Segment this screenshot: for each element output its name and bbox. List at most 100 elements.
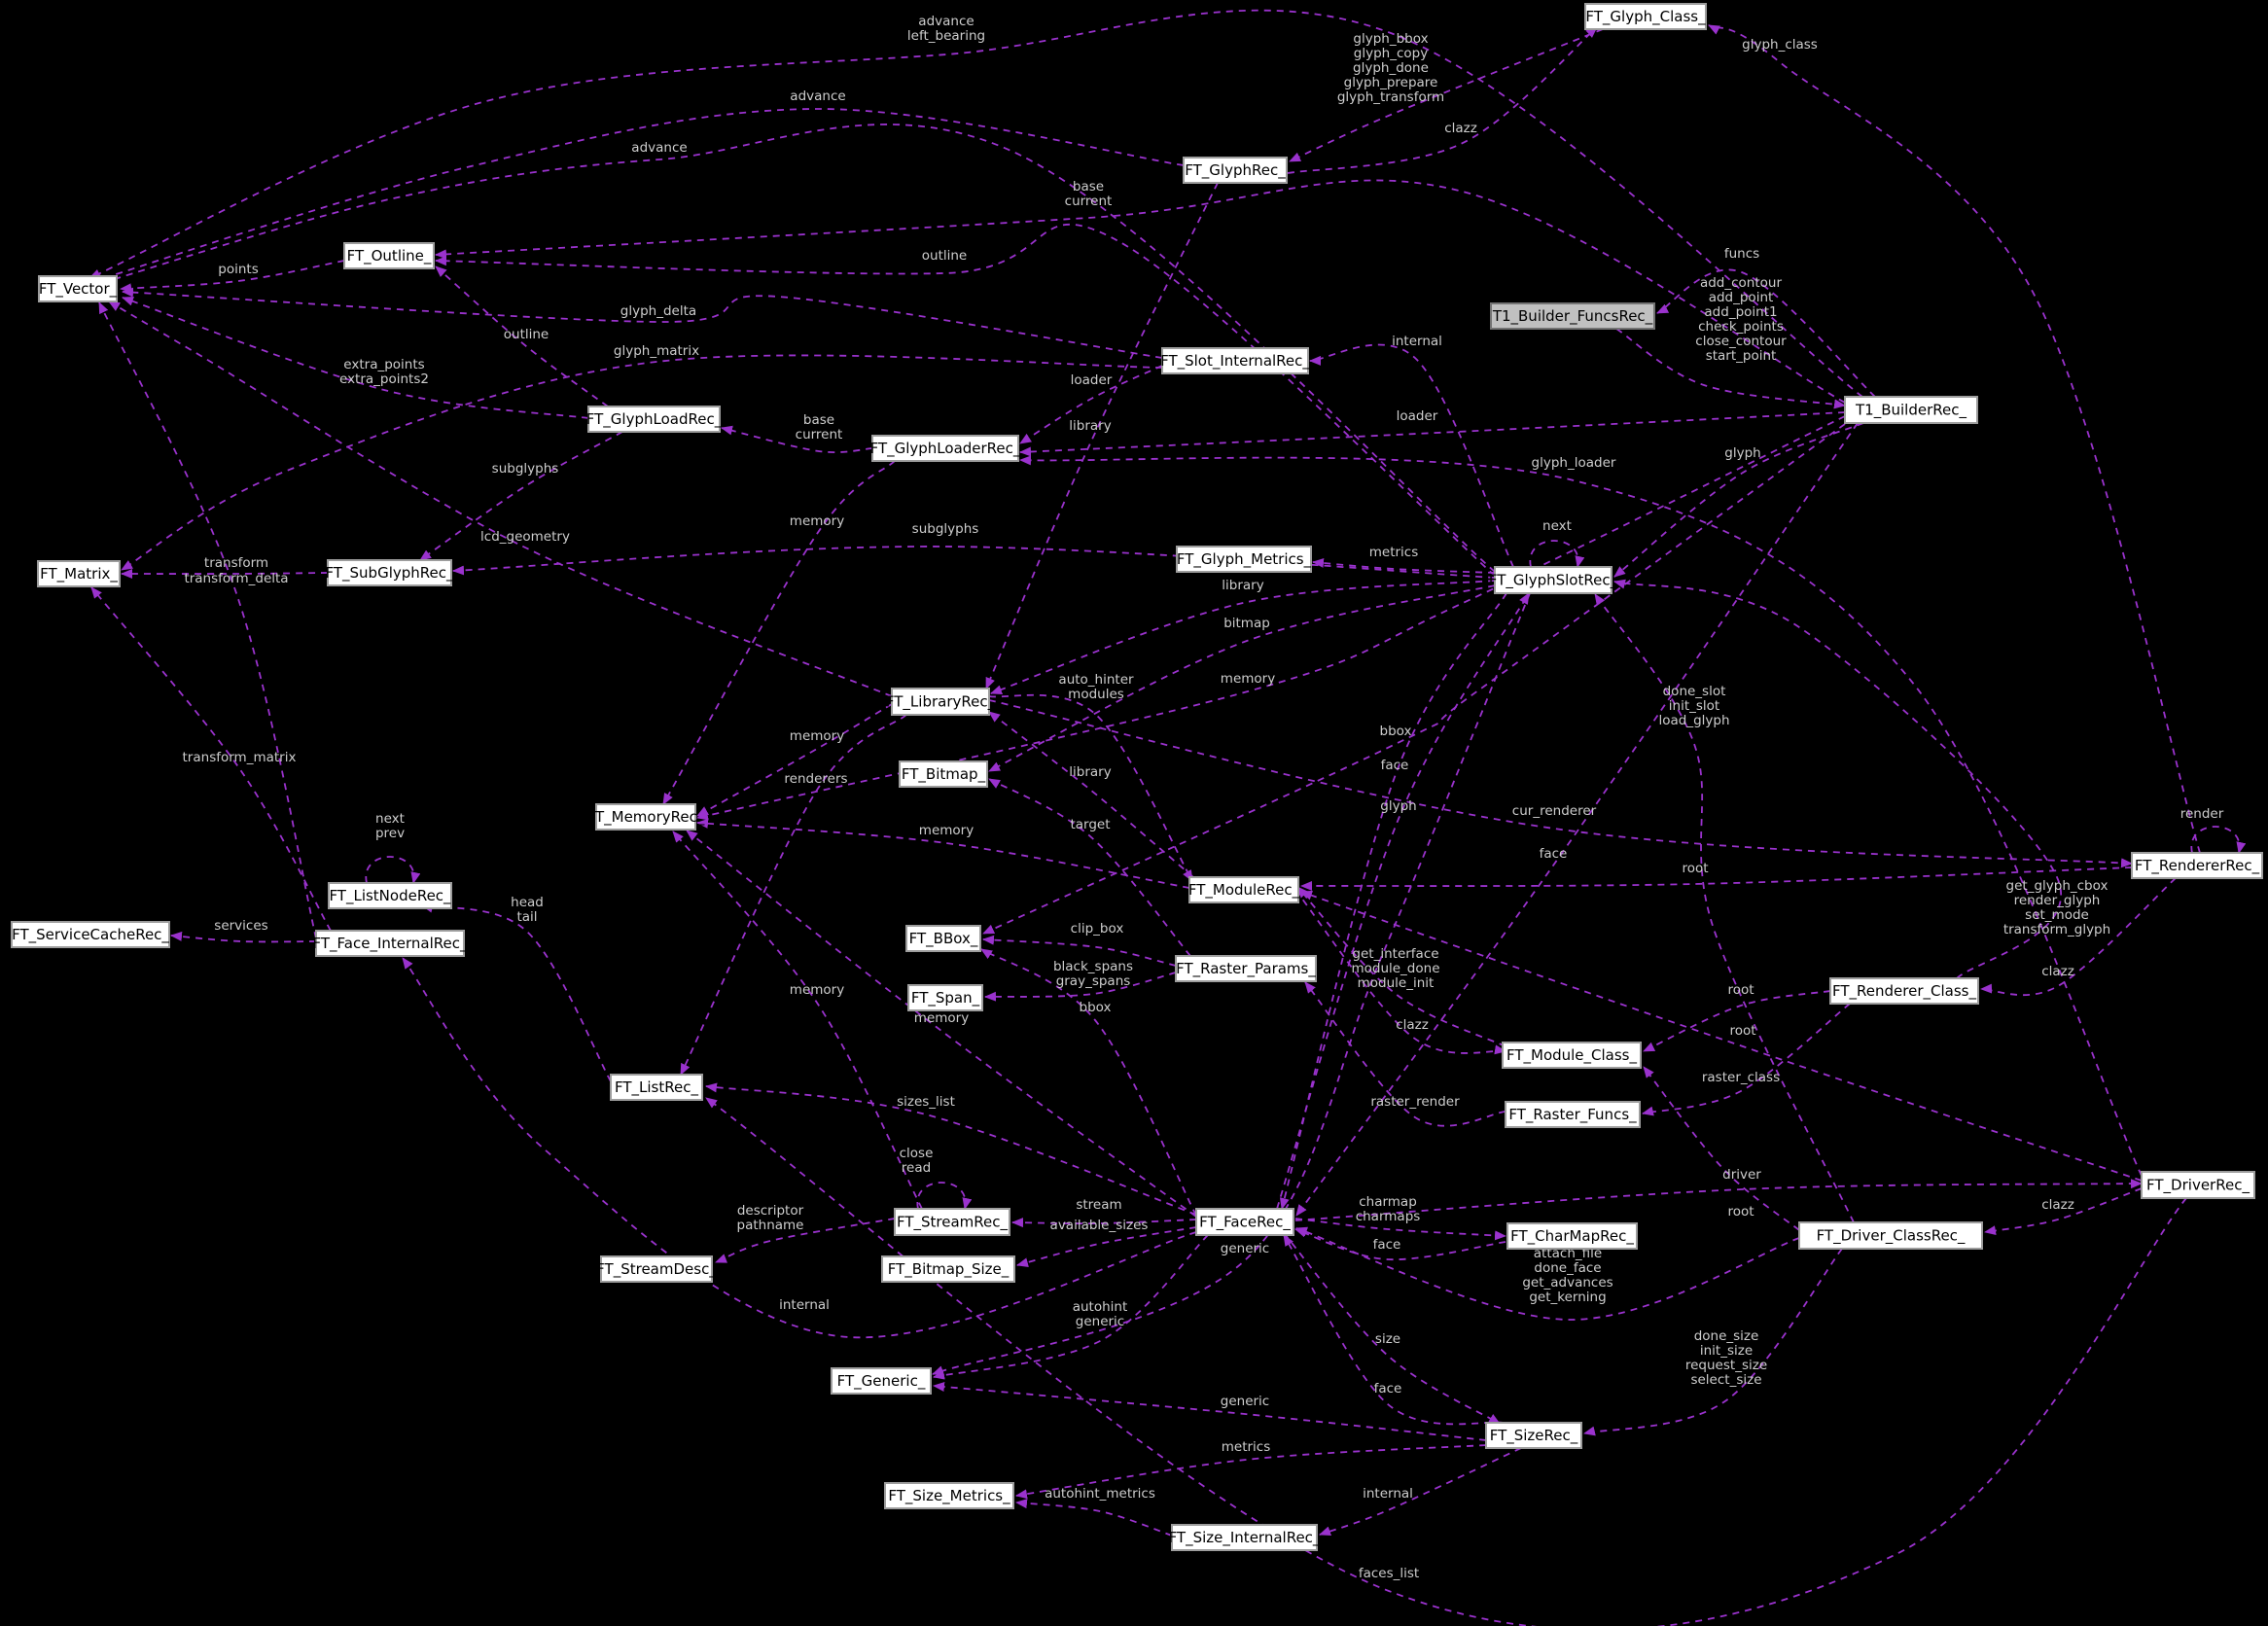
node-FT_Module_Class[interactable]: FT_Module_Class_ [1502, 1042, 1642, 1069]
edge-faceinternal-vector [98, 301, 317, 939]
node-FT_StreamRec[interactable]: FT_StreamRec_ [894, 1208, 1010, 1236]
node-T1_Builder_FuncsRec[interactable]: T1_Builder_FuncsRec_ [1490, 302, 1655, 330]
edge-library-listrec [680, 714, 907, 1076]
edge-label-renderer-modulerec: root [1682, 861, 1708, 876]
node-FT_Bitmap_Size[interactable]: FT_Bitmap_Size_ [881, 1255, 1015, 1283]
node-FT_Outline[interactable]: FT_Outline_ [343, 242, 435, 269]
edge-layer [89, 9, 2247, 1626]
edge-listrec-listnode [421, 902, 612, 1082]
node-FT_Span[interactable]: FT_Span_ [907, 984, 983, 1011]
edge-sizerec-sizemetrics [1015, 1444, 1487, 1500]
node-label: FT_StreamDesc_ [596, 1260, 717, 1279]
node-label: FT_RendererRec_ [2135, 857, 2260, 875]
node-FT_Renderer_Class[interactable]: FT_Renderer_Class_ [1829, 977, 1979, 1005]
edge-glyphslot-glyphmetrics [1312, 557, 1496, 574]
edge-label-sizerec-sizeinternal: internal [1363, 1486, 1413, 1502]
node-FT_Bitmap[interactable]: FT_Bitmap_ [899, 760, 988, 788]
node-FT_SubGlyphRec[interactable]: FT_SubGlyphRec_ [326, 559, 454, 586]
edge-label-glyphslot-facerec: face [1381, 758, 1409, 773]
node-FT_Matrix[interactable]: FT_Matrix_ [37, 560, 121, 587]
edge-rasterparams-bbox [982, 935, 1177, 967]
node-label: FT_DriverRec_ [2146, 1177, 2250, 1195]
edge-label-t1builder-facerec: face [1540, 846, 1568, 862]
node-label: FT_Size_InternalRec_ [1169, 1529, 1321, 1547]
node-label: FT_Slot_InternalRec_ [1160, 352, 1310, 371]
edge-glyphslot-generic [932, 592, 1531, 1375]
node-FT_LibraryRec[interactable]: FT_LibraryRec_ [886, 688, 996, 716]
edge-label-glyphslot-glyphmetrics: metrics [1369, 545, 1419, 560]
edge-charmap-facerec [1294, 1227, 1506, 1261]
node-FT_Vector[interactable]: FT_Vector_ [38, 275, 118, 302]
edge-label-facerec-streamrec: stream [1076, 1197, 1121, 1213]
node-FT_Size_Metrics[interactable]: FT_Size_Metrics_ [884, 1482, 1014, 1509]
node-FT_BBox[interactable]: FT_BBox_ [905, 925, 981, 952]
edge-streamrec-streamrec [916, 1182, 973, 1210]
node-FT_StreamDesc[interactable]: FT_StreamDesc_ [596, 1255, 717, 1283]
node-FT_Raster_Funcs[interactable]: FT_Raster_Funcs_ [1505, 1101, 1641, 1128]
node-FT_GlyphLoaderRec[interactable]: FT_GlyphLoaderRec_ [870, 435, 1021, 462]
edge-facerec-driverrec [1294, 1179, 2143, 1221]
node-FT_Raster_Params[interactable]: FT_Raster_Params_ [1175, 955, 1317, 982]
node-FT_GlyphSlotRec[interactable]: FT_GlyphSlotRec_ [1489, 566, 1618, 594]
node-FT_GlyphLoadRec[interactable]: FT_GlyphLoadRec_ [586, 406, 723, 433]
edge-label-facerec-sizerec: size [1375, 1331, 1400, 1347]
node-label: T1_BuilderRec_ [1855, 402, 1967, 420]
edge-label-faceinternal-vector: transform_delta [184, 571, 288, 586]
edge-t1builder-outline [435, 179, 1846, 404]
node-label: FT_Vector_ [39, 280, 118, 299]
edge-glyphslot-bitmap [988, 584, 1496, 772]
edge-label-glyphslot-slotinternal: internal [1392, 334, 1442, 349]
node-FT_ModuleRec[interactable]: FT_ModuleRec_ [1188, 876, 1300, 903]
node-FT_Glyph_Metrics[interactable]: FT_Glyph_Metrics_ [1176, 546, 1312, 573]
edge-glyphslot-library [990, 580, 1496, 694]
node-FT_Driver_ClassRec[interactable]: FT_Driver_ClassRec_ [1798, 1221, 1983, 1250]
node-label: FT_Raster_Funcs_ [1508, 1106, 1637, 1124]
edge-label-rendererclass-moduleclass: root [1727, 982, 1754, 998]
node-FT_SizeRec[interactable]: FT_SizeRec_ [1485, 1422, 1582, 1449]
node-FT_GlyphRec[interactable]: FT_GlyphRec_ [1183, 157, 1288, 184]
node-FT_Size_InternalRec[interactable]: FT_Size_InternalRec_ [1169, 1524, 1321, 1551]
node-label: FT_GlyphLoadRec_ [586, 410, 723, 429]
edge-label-t1builder-bbox: bbox [1380, 724, 1412, 739]
node-label: FT_GlyphLoaderRec_ [870, 440, 1021, 458]
node-label: FT_BBox_ [909, 930, 978, 948]
edge-rendererclass-moduleclass [1643, 990, 1831, 1052]
node-label: FT_SubGlyphRec_ [326, 564, 454, 583]
node-label: FT_FaceRec_ [1199, 1214, 1291, 1232]
node-label: FT_Size_Metrics_ [888, 1487, 1010, 1505]
node-FT_ListRec[interactable]: FT_ListRec_ [610, 1074, 703, 1101]
node-FT_ListNodeRec[interactable]: FT_ListNodeRec_ [328, 882, 452, 909]
edge-label-t1builder-glyphloader: loader [1397, 408, 1438, 424]
edge-label-renderer-renderer: render [2180, 806, 2224, 822]
edge-streamrec-streamdesc [715, 1218, 896, 1263]
edge-faceinternal-servicecache [170, 931, 317, 943]
node-FT_FaceRec[interactable]: FT_FaceRec_ [1195, 1208, 1294, 1236]
node-label: FT_GlyphRec_ [1185, 161, 1286, 180]
edge-rasterparams-bitmap [988, 778, 1191, 957]
node-FT_MemoryRec[interactable]: FT_MemoryRec_ [587, 803, 705, 831]
node-label: FT_Generic_ [837, 1372, 926, 1391]
edge-facerec-glyphslot [1276, 592, 1530, 1210]
edge-rendererclass-glyphslot [1613, 579, 2062, 979]
node-FT_Glyph_Class[interactable]: FT_Glyph_Class_ [1584, 3, 1707, 30]
node-T1_BuilderRec[interactable]: T1_BuilderRec_ [1844, 396, 1978, 424]
node-FT_ServiceCacheRec[interactable]: FT_ServiceCacheRec_ [11, 921, 170, 948]
node-FT_Generic[interactable]: FT_Generic_ [831, 1367, 932, 1395]
edge-label-glyphslot-generic: generic [1221, 1241, 1269, 1256]
edge-label-library-vector: lcd_geometry [480, 529, 570, 545]
node-FT_DriverRec[interactable]: FT_DriverRec_ [2141, 1171, 2255, 1199]
edge-label-modulerec-library: library [1069, 764, 1111, 780]
node-FT_RendererRec[interactable]: FT_RendererRec_ [2131, 852, 2263, 879]
edge-facerec-listrec [705, 1082, 1197, 1216]
node-FT_Face_InternalRec[interactable]: FT_Face_InternalRec_ [313, 930, 468, 957]
node-FT_CharMapRec[interactable]: FT_CharMapRec_ [1506, 1222, 1638, 1250]
edge-t1builder-memory [696, 415, 1846, 821]
node-FT_Slot_InternalRec[interactable]: FT_Slot_InternalRec_ [1160, 347, 1310, 374]
edge-sizeinternal-sizemetrics [1015, 1499, 1173, 1537]
